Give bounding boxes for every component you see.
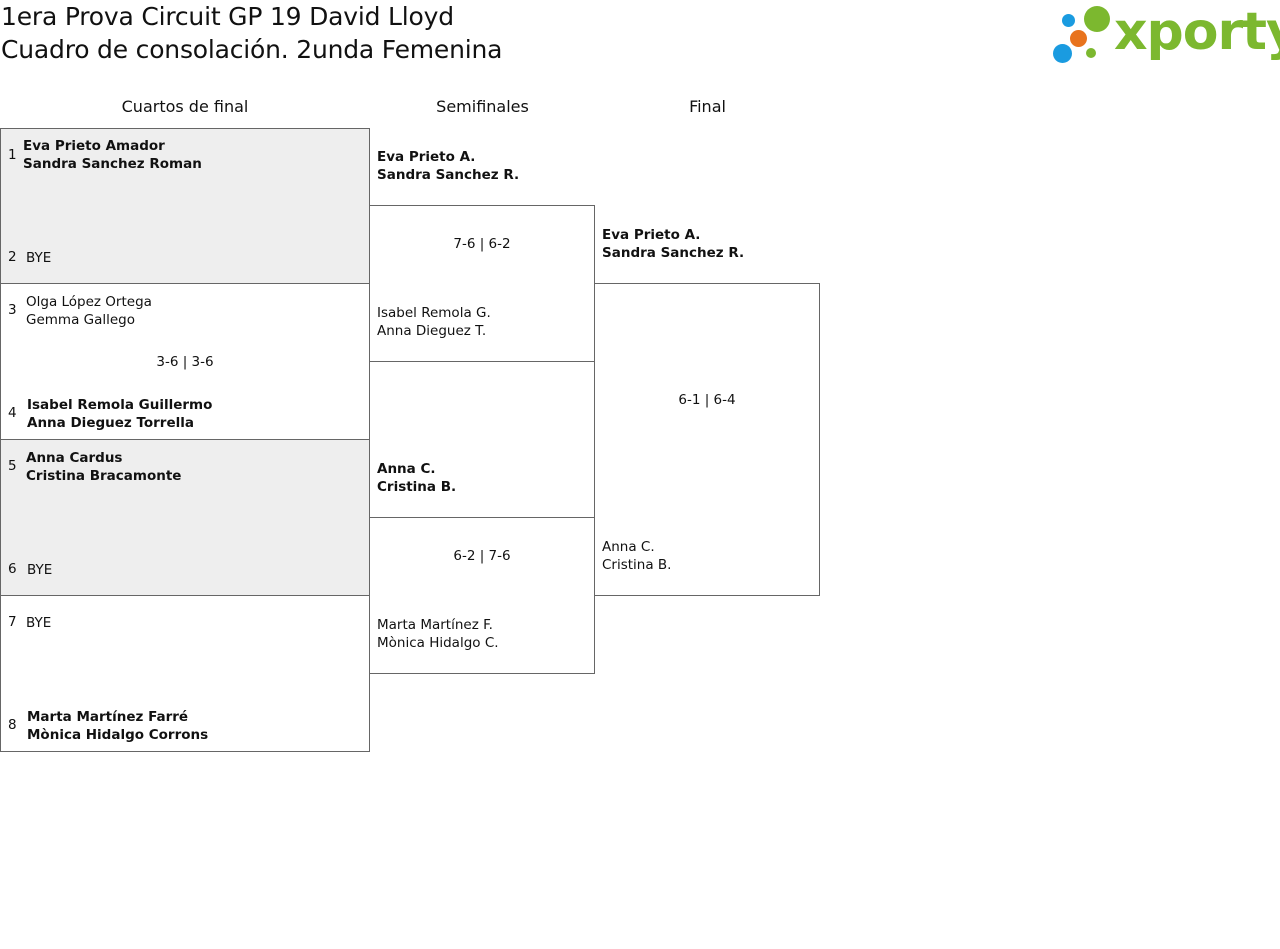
player-name: BYE [26, 250, 52, 266]
seed-number: 4 [8, 405, 17, 421]
logo-dot-green-small [1086, 48, 1096, 58]
team-entry: BYE [26, 614, 51, 632]
team-entry: Anna Cardus Cristina Bracamonte [26, 449, 181, 485]
player-name: Eva Prieto A. [602, 227, 701, 243]
quarterfinal-match-2: 3 Olga López Ortega Gemma Gallego 3-6 | … [0, 283, 370, 440]
player-name: Anna Dieguez Torrella [27, 415, 194, 431]
player-name: Cristina B. [602, 557, 672, 573]
player-name: Anna C. [377, 461, 436, 477]
round-heading-semis: Semifinales [436, 97, 529, 116]
page-subtitle: Cuadro de consolación. 2unda Femenina [1, 35, 503, 64]
semifinal-match-2: 6-2 | 7-6 Marta Martínez F. Mònica Hidal… [369, 517, 595, 674]
semifinal-match-1: 7-6 | 6-2 Isabel Remola G. Anna Dieguez … [369, 205, 595, 362]
round-heading-quarters: Cuartos de final [121, 97, 249, 116]
team-entry: Isabel Remola Guillermo Anna Dieguez Tor… [27, 396, 212, 432]
team-entry: Anna C. Cristina B. [377, 460, 456, 496]
team-entry: Eva Prieto A. Sandra Sanchez R. [377, 148, 519, 184]
player-name: Olga López Ortega [26, 294, 152, 310]
xporty-logo: xporty [1050, 2, 1280, 68]
match-score: 3-6 | 3-6 [156, 354, 214, 370]
player-name: Isabel Remola G. [377, 305, 491, 321]
player-name: BYE [26, 615, 52, 631]
player-name: Sandra Sanchez Roman [23, 156, 202, 172]
team-entry: Isabel Remola G. Anna Dieguez T. [377, 304, 491, 340]
quarterfinal-match-3: 5 Anna Cardus Cristina Bracamonte 6 BYE [0, 439, 370, 596]
page-title: 1era Prova Circuit GP 19 David Lloyd [1, 2, 454, 31]
player-name: Anna C. [602, 539, 655, 555]
seed-number: 2 [8, 249, 17, 265]
match-score: 6-1 | 6-4 [678, 392, 736, 408]
seed-number: 3 [8, 302, 17, 318]
player-name: Sandra Sanchez R. [602, 245, 745, 261]
seed-number: 5 [8, 458, 17, 474]
logo-text: xporty [1114, 2, 1280, 62]
logo-dot-orange [1070, 30, 1087, 47]
team-entry: Eva Prieto Amador Sandra Sanchez Roman [23, 137, 202, 173]
player-name: Sandra Sanchez R. [377, 167, 520, 183]
logo-dot-blue-small [1062, 14, 1075, 27]
final-match: 6-1 | 6-4 Anna C. Cristina B. [594, 283, 820, 596]
team-entry: BYE [27, 561, 52, 579]
seed-number: 6 [8, 561, 17, 577]
player-name: Mònica Hidalgo Corrons [27, 727, 209, 743]
match-score: 7-6 | 6-2 [453, 236, 511, 252]
round-heading-final: Final [689, 97, 726, 116]
team-entry: Olga López Ortega Gemma Gallego [26, 293, 152, 329]
quarterfinal-match-4: 7 BYE 8 Marta Martínez Farré Mònica Hida… [0, 595, 370, 752]
match-score: 6-2 | 7-6 [453, 548, 511, 564]
player-name: Isabel Remola Guillermo [27, 397, 213, 413]
team-entry: BYE [26, 249, 51, 267]
seed-number: 1 [8, 147, 17, 163]
seed-number: 8 [8, 717, 17, 733]
player-name: Eva Prieto A. [377, 149, 476, 165]
team-entry: Eva Prieto A. Sandra Sanchez R. [602, 226, 744, 262]
team-entry: Marta Martínez F. Mònica Hidalgo C. [377, 616, 499, 652]
team-entry: Anna C. Cristina B. [602, 538, 671, 574]
logo-dot-green [1084, 6, 1110, 32]
player-name: Anna Cardus [26, 450, 123, 466]
player-name: Marta Martínez F. [377, 617, 493, 633]
player-name: Marta Martínez Farré [27, 709, 189, 725]
team-entry: Marta Martínez Farré Mònica Hidalgo Corr… [27, 708, 208, 744]
player-name: Cristina B. [377, 479, 457, 495]
player-name: Anna Dieguez T. [377, 323, 487, 339]
player-name: Eva Prieto Amador [23, 138, 165, 154]
player-name: Gemma Gallego [26, 312, 136, 328]
seed-number: 7 [8, 614, 17, 630]
player-name: Mònica Hidalgo C. [377, 635, 499, 651]
player-name: BYE [27, 562, 53, 578]
quarterfinal-match-1: 1 Eva Prieto Amador Sandra Sanchez Roman… [0, 128, 370, 284]
player-name: Cristina Bracamonte [26, 468, 182, 484]
logo-dot-blue [1053, 44, 1072, 63]
